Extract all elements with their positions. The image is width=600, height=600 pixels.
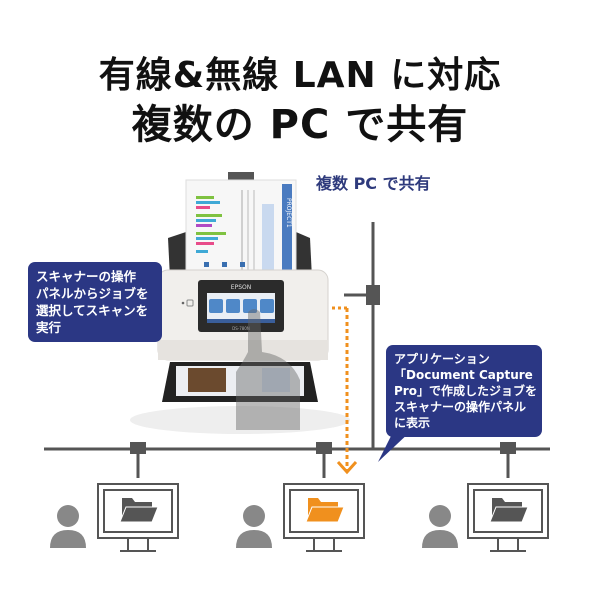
user-icon (57, 505, 79, 527)
scanner-control-panel: EPSON DS-780N (181, 280, 284, 332)
folder-icon-highlighted (305, 498, 345, 523)
scanner-illustration: PROJECT1 EPSON DS-780N (130, 172, 350, 434)
folder-icon (119, 498, 159, 523)
user-icon (429, 505, 451, 527)
callout-scanner-panel: スキャナーの操作 パネルからジョブを 選択してスキャンを 実行 (28, 262, 162, 342)
user-icon (243, 505, 265, 527)
pc-right (422, 483, 549, 552)
headline-line2: 複数の PC で共有 (131, 102, 469, 148)
callout-line: パネルからジョブを (36, 286, 149, 301)
callout-line: に表示 (394, 416, 431, 430)
callout-right-tail (378, 430, 412, 462)
callout-line: スキャナーの操作パネル (394, 400, 527, 414)
pc-center (236, 483, 365, 552)
callout-line: 「Document Capture (394, 368, 533, 382)
callout-line: アプリケーション (394, 352, 490, 366)
scanner-model: DS-780N (232, 326, 250, 331)
callout-line: スキャナーの操作 (36, 269, 137, 284)
callout-line: Pro」で作成したジョブを (394, 384, 537, 398)
hand-pointer-illustration (236, 309, 300, 430)
callout-line: 選択してスキャンを (36, 303, 149, 318)
headline-line1: 有線&無線 LAN に対応 (98, 55, 502, 96)
job-flow-arrow (332, 306, 358, 475)
lan-network (44, 222, 550, 478)
callout-application: アプリケーション 「Document Capture Pro」で作成したジョブを… (386, 345, 542, 437)
pc-left (50, 483, 179, 552)
scanner-brand: EPSON (231, 284, 251, 291)
callout-line: 実行 (36, 320, 62, 335)
folder-icon (489, 498, 529, 523)
share-label: 複数 PC で共有 (316, 174, 431, 193)
document-title: PROJECT1 (285, 198, 292, 228)
